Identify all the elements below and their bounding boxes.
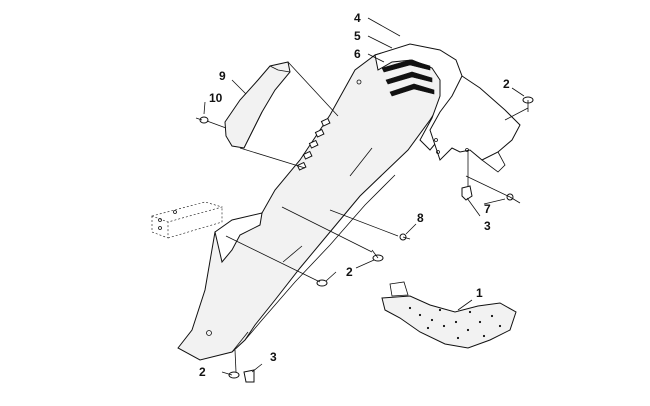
clip-part-3-right: [461, 185, 473, 201]
callout-2-bottom: 2: [199, 365, 206, 379]
chain-guard-main: [177, 44, 461, 361]
callout-10: 10: [209, 91, 223, 105]
stone-guard-part-9: [224, 61, 291, 149]
callout-1: 1: [476, 286, 483, 300]
callout-9: 9: [219, 69, 226, 83]
frame-stub: [151, 201, 224, 239]
callout-4: 4: [354, 11, 361, 25]
screw-part-2-center: [371, 249, 384, 262]
washer-part-10: [195, 116, 209, 124]
rivet-part-8: [399, 233, 411, 241]
callout-3-right: 3: [484, 219, 491, 233]
callout-6: 6: [354, 47, 361, 61]
callout-leaders: [203, 17, 525, 373]
rivet-part-7: [506, 193, 521, 204]
assembly-lines: [206, 61, 529, 376]
screw-part-2-bottom: [228, 371, 240, 379]
clip-part-3-bottom: [243, 369, 255, 383]
screw-part-2-upper-right: [522, 96, 534, 112]
callout-8: 8: [417, 211, 424, 225]
callout-5: 5: [354, 29, 361, 43]
callout-2-upper-right: 2: [503, 77, 510, 91]
right-side-panel: [429, 75, 521, 173]
callout-2-center: 2: [346, 265, 353, 279]
callout-7: 7: [484, 202, 491, 216]
callout-3-bottom: 3: [270, 350, 277, 364]
pad-part-1: [381, 281, 517, 349]
